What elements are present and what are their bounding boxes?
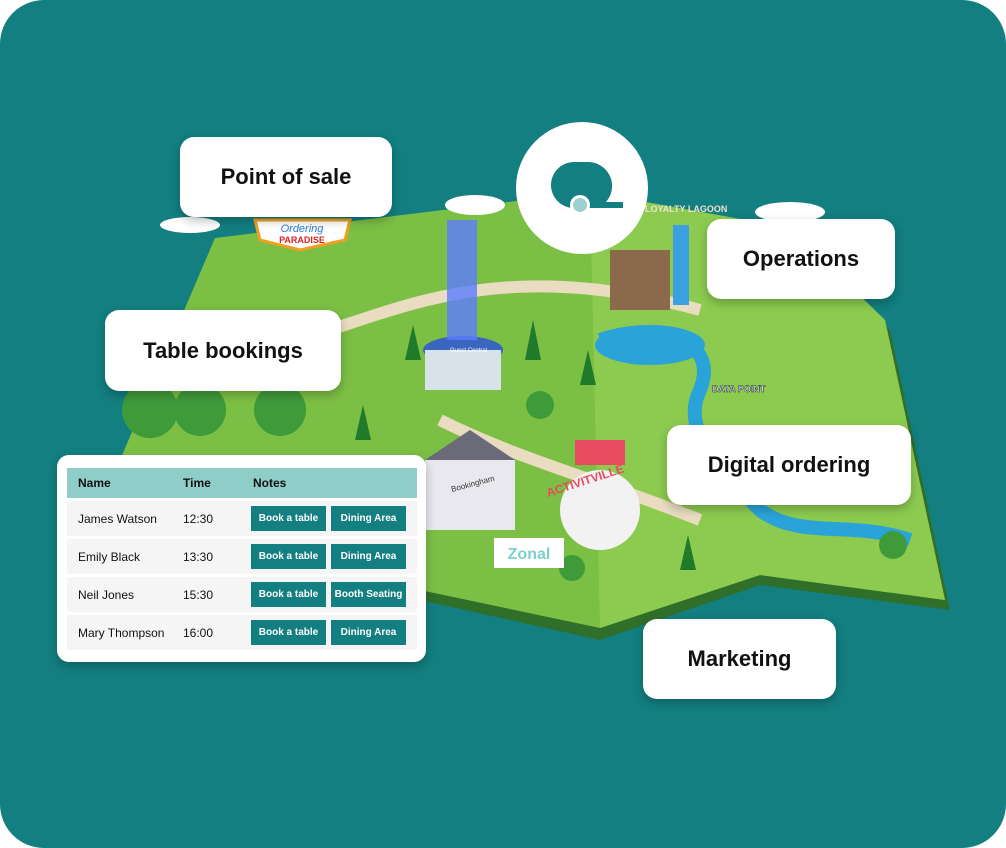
- bookingham-building: [425, 430, 515, 530]
- label-table-bookings: Table bookings: [105, 310, 341, 391]
- ordering-paradise-sign: Ordering PARADISE: [253, 218, 352, 252]
- svg-text:Zonal: Zonal: [508, 546, 551, 563]
- area-button[interactable]: Dining Area: [331, 506, 406, 531]
- svg-text:Guest Central: Guest Central: [450, 348, 487, 354]
- table-row: Neil Jones 15:30 Book a table Booth Seat…: [67, 577, 417, 612]
- table-row: Mary Thompson 16:00 Book a table Dining …: [67, 615, 417, 650]
- table-row: James Watson 12:30 Book a table Dining A…: [67, 501, 417, 536]
- label-marketing: Marketing: [643, 619, 836, 699]
- book-table-button[interactable]: Book a table: [251, 506, 326, 531]
- row-name: Neil Jones: [78, 587, 135, 602]
- row-time: 13:30: [183, 549, 214, 564]
- label-digital-ordering: Digital ordering: [667, 425, 911, 505]
- svg-text:DATA POINT: DATA POINT: [712, 384, 766, 394]
- row-name: Emily Black: [78, 549, 141, 564]
- row-name: James Watson: [78, 511, 157, 526]
- row-name: Mary Thompson: [78, 625, 165, 640]
- label-point-of-sale: Point of sale: [180, 137, 392, 217]
- activitville-building: [560, 440, 640, 550]
- table-header: Name Time Notes: [67, 468, 417, 498]
- row-time: 16:00: [183, 625, 214, 640]
- label-operations: Operations: [707, 219, 895, 299]
- logo-icon: [551, 161, 623, 215]
- clouds: [160, 195, 825, 233]
- header-time: Time: [183, 476, 211, 490]
- book-table-button[interactable]: Book a table: [251, 582, 326, 607]
- guest-central-building: [423, 220, 503, 390]
- header-notes: Notes: [253, 476, 287, 490]
- svg-text:Ordering: Ordering: [281, 223, 325, 235]
- area-button[interactable]: Dining Area: [331, 620, 406, 645]
- trees: [122, 320, 907, 581]
- row-time: 12:30: [183, 511, 214, 526]
- brand-logo: [516, 122, 648, 254]
- bookings-table: Name Time Notes James Watson 12:30 Book …: [57, 455, 426, 662]
- area-button[interactable]: Dining Area: [331, 544, 406, 569]
- header-name: Name: [78, 476, 111, 490]
- svg-text:PARADISE: PARADISE: [279, 235, 325, 245]
- book-table-button[interactable]: Book a table: [251, 620, 326, 645]
- area-button[interactable]: Booth Seating: [331, 582, 406, 607]
- table-row: Emily Black 13:30 Book a table Dining Ar…: [67, 539, 417, 574]
- book-table-button[interactable]: Book a table: [251, 544, 326, 569]
- row-time: 15:30: [183, 587, 214, 602]
- svg-text:LOYALTY LAGOON: LOYALTY LAGOON: [645, 204, 727, 214]
